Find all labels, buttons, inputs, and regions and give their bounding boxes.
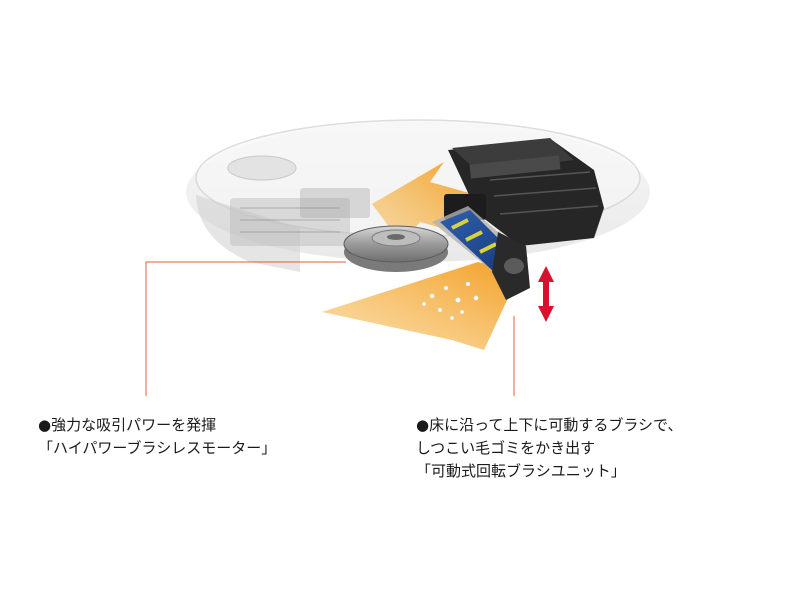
callout-brush: ●床に沿って上下に可動するブラシで、 しつこい毛ゴミをかき出す 「可動式回転ブラ… <box>416 414 682 483</box>
callout-brush-line-2: しつこい毛ゴミをかき出す <box>416 439 596 457</box>
callout-brush-line-3: 「可動式回転ブラシユニット」 <box>416 462 626 480</box>
leader-line-motor <box>145 261 346 396</box>
rotating-brush-unit <box>432 206 530 300</box>
airflow-lower-arrow <box>322 262 520 350</box>
dust-box <box>444 138 604 246</box>
brushless-motor <box>343 225 449 272</box>
callout-motor: ●強力な吸引パワーを発揮 「ハイパワーブラシレスモーター」 <box>38 414 276 460</box>
leader-lines <box>145 261 515 396</box>
callout-motor-line-2: 「ハイパワーブラシレスモーター」 <box>38 439 277 457</box>
callout-motor-line-1: ●強力な吸引パワーを発揮 <box>38 416 217 434</box>
up-down-arrow-icon <box>538 266 554 322</box>
callout-brush-line-1: ●床に沿って上下に可動するブラシで、 <box>416 416 683 434</box>
